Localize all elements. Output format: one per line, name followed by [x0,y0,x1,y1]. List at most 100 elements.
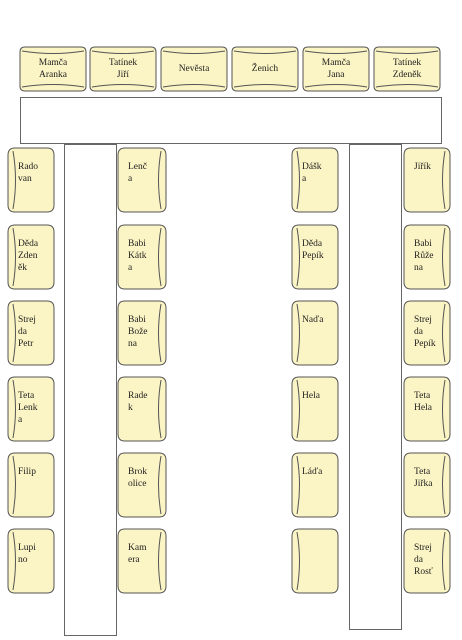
card-body [291,300,339,366]
card-curl [296,531,300,591]
seat-card-left-inner [117,376,167,442]
seat-card-left-outer [7,376,55,442]
card-body [117,300,167,366]
seat-card-right-outer [403,376,451,442]
card-body [89,46,157,92]
card-body [117,376,167,442]
card-body [291,147,339,213]
seat-card-right-outer-label: Teta Jiřka [414,467,433,489]
card-body [7,147,55,213]
card-body [291,224,339,290]
card-curl [12,303,16,363]
seat-card-left-inner-label: Lenč a [128,162,147,184]
head-place-card-name: Mamča Jana [321,58,351,80]
card-curl-top [21,50,85,54]
seat-card-right-outer [403,224,451,290]
seat-card-right-outer-label: Strej da Pepík [414,315,436,349]
head-place-card-name: Mamča Aranka [38,58,68,80]
seat-card-right-outer-label: Babi Růže na [414,239,434,273]
seat-card-left-outer [7,147,55,213]
card-curl [158,531,162,591]
card-curl [158,379,162,439]
seat-card-right-outer [403,300,451,366]
card-body [19,46,87,92]
card-curl [12,227,16,287]
seat-card-left-outer-label: Lupi no [18,543,36,565]
card-curl-bottom [375,84,439,88]
seat-card-left-outer [7,300,55,366]
card-curl-top [375,50,439,54]
card-body [7,376,55,442]
card-curl-bottom [21,84,85,88]
card-body [160,46,228,92]
card-curl [158,227,162,287]
seat-card-right-inner [291,452,339,518]
seat-card-right-inner [291,528,339,594]
card-curl [158,150,162,210]
seat-card-right-inner-label: Děda Pepík [302,239,324,261]
card-body [117,147,167,213]
card-body [403,452,451,518]
card-body [291,528,339,594]
head-place-card-name: Tatínek Zdeněk [392,58,422,80]
seat-card-left-inner-label: Rade k [128,391,148,413]
card-curl [296,150,300,210]
seat-card-right-outer-label: Strej da Rosť [414,543,433,577]
card-body [291,376,339,442]
card-body [7,528,55,594]
seat-card-right-outer [403,452,451,518]
card-body [7,224,55,290]
card-body [291,452,339,518]
card-curl [442,303,446,363]
seat-card-left-outer-label: Děda Zden ěk [18,239,39,273]
seat-card-right-outer [403,528,451,594]
seat-card-left-outer-label: Rado van [18,162,39,184]
seat-card-left-outer-label: Strej da Petr [18,315,36,349]
card-curl [296,455,300,515]
card-curl-bottom [304,84,368,88]
head-place-card [373,46,441,92]
seat-card-left-outer-label: Teta Lenk a [18,391,38,425]
card-body [403,376,451,442]
card-body [117,452,167,518]
card-curl [12,455,16,515]
card-body [403,528,451,594]
left-table [64,144,117,636]
head-place-card [19,46,87,92]
seat-card-left-inner-label: Kam era [128,543,147,565]
head-place-card [302,46,370,92]
card-curl [158,303,162,363]
seat-card-left-inner [117,224,167,290]
seat-card-left-inner [117,528,167,594]
seat-card-right-inner [291,376,339,442]
card-curl [12,531,16,591]
head-place-card [160,46,228,92]
seat-card-left-outer [7,528,55,594]
seat-card-left-outer-label: Filip [18,467,36,477]
seat-card-right-inner-label: Láďa [302,467,323,477]
seat-card-right-inner [291,147,339,213]
seat-card-left-inner-label: Babi Bože na [128,315,148,349]
seat-card-left-inner-label: Brok olice [128,467,147,489]
seat-card-right-inner [291,224,339,290]
seat-card-right-inner-label: Dášk a [302,162,322,184]
place-card-shapes [7,46,451,594]
card-curl-bottom [162,84,226,88]
card-curl [12,379,16,439]
card-body [231,46,299,92]
seat-card-left-inner [117,300,167,366]
seat-card-right-outer [403,147,451,213]
seat-card-left-outer [7,452,55,518]
card-curl-top [304,50,368,54]
card-body [117,528,167,594]
head-place-card [231,46,299,92]
seat-card-right-inner [291,300,339,366]
card-curl-top [162,50,226,54]
card-curl [442,379,446,439]
card-body [403,147,451,213]
seat-card-right-outer-label: Jiřík [414,162,431,172]
card-curl [296,227,300,287]
head-place-card-name: Nevěsta [178,64,210,74]
seat-card-right-inner-label: Naďa [302,315,324,325]
card-body [7,452,55,518]
